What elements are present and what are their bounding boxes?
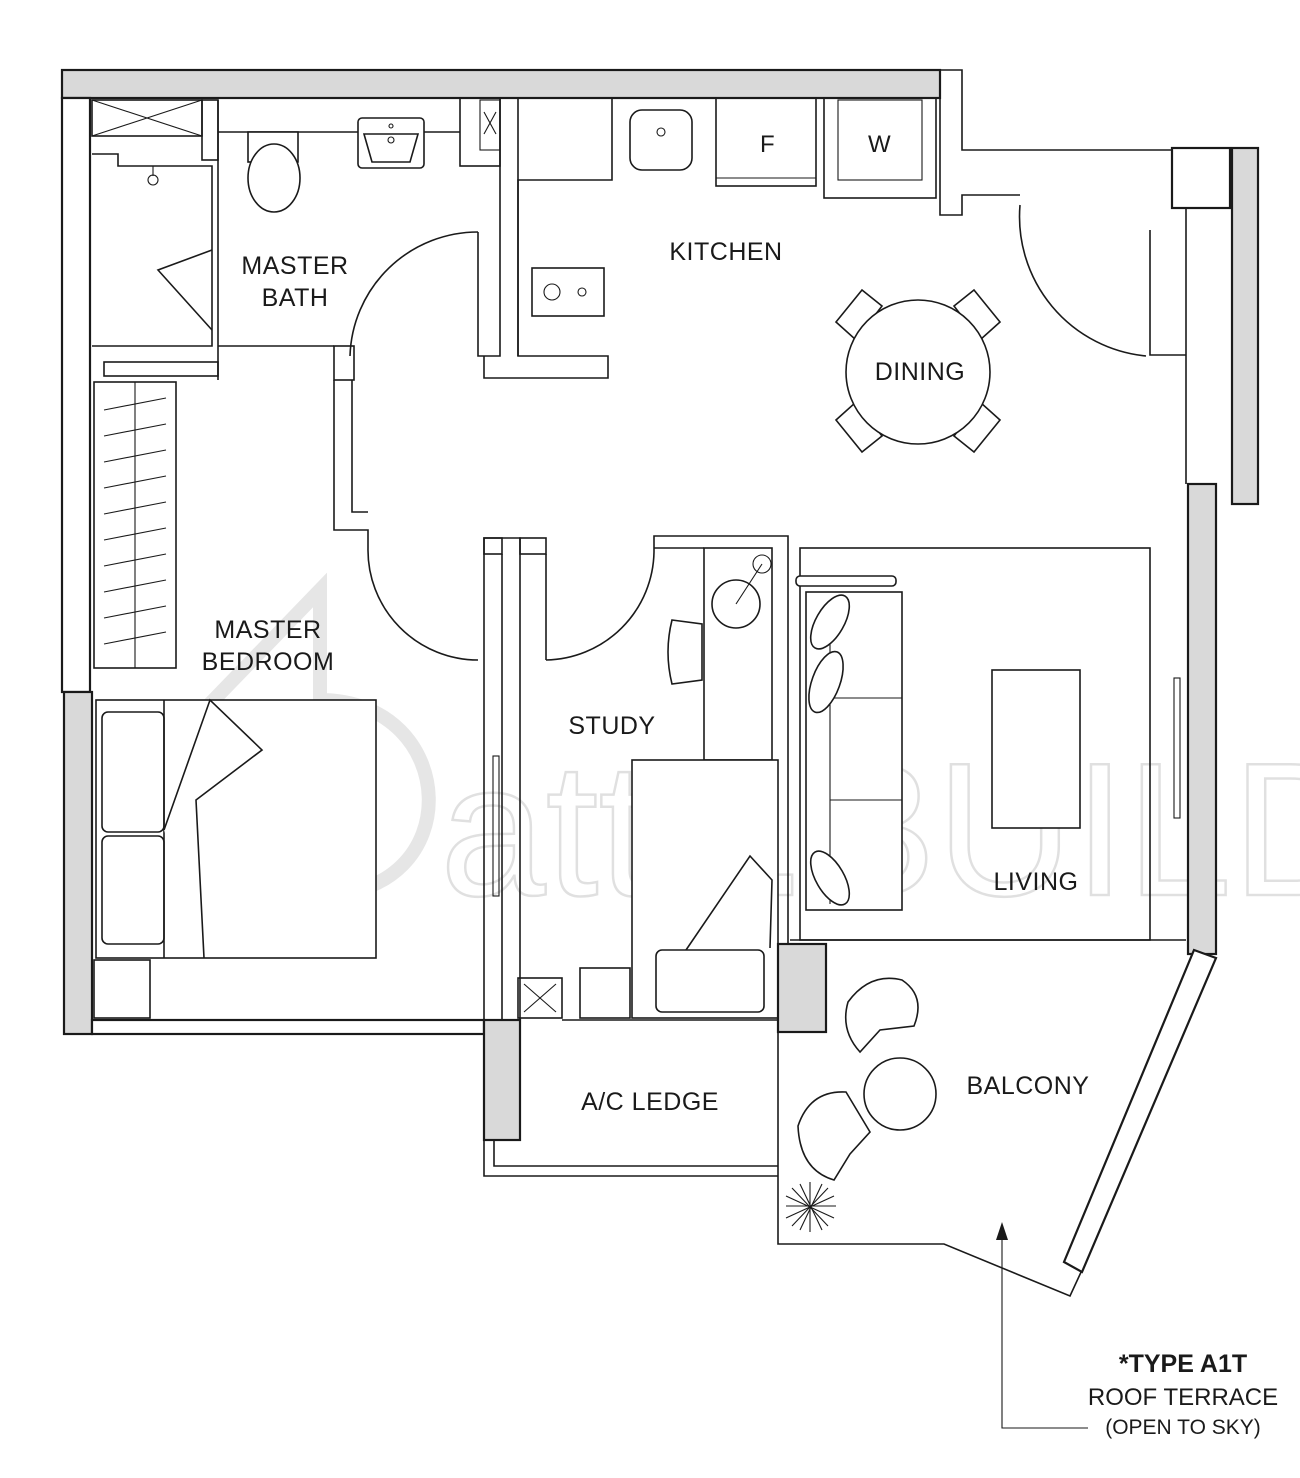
dining-table (845, 299, 991, 445)
kitchen-label: KITCHEN (669, 238, 782, 266)
master-bedroom-label-line1: MASTER (214, 616, 321, 644)
unit-type-note: *TYPE A1T ROOF TERRACE (OPEN TO SKY) (1088, 1350, 1278, 1439)
kitchen: F W (483, 97, 1147, 379)
open-to-sky-text: (OPEN TO SKY) (1105, 1416, 1261, 1439)
living-label: LIVING (994, 868, 1079, 896)
living (790, 547, 1186, 941)
master-bath-label-line2: BATH (262, 284, 329, 312)
roof-terrace-text: ROOF TERRACE (1088, 1384, 1278, 1411)
wardrobe-hanger (103, 475, 167, 489)
washer-label: W (868, 131, 891, 158)
master-bedroom-label-line2: BEDROOM (202, 648, 335, 676)
master-bedroom (93, 380, 479, 1019)
wardrobe-hanger (103, 579, 167, 593)
dining-label: DINING (875, 358, 966, 386)
wardrobe-hanger (103, 397, 167, 411)
balcony-label: BALCONY (967, 1072, 1090, 1100)
dining-set (834, 288, 1002, 454)
room-labels: MASTER BATH KITCHEN DINING MASTER BEDROO… (202, 238, 1090, 1116)
study-label: STUDY (568, 712, 655, 740)
wardrobe (93, 361, 219, 669)
balcony (777, 948, 1218, 1429)
master-bath-label-line1: MASTER (241, 252, 348, 280)
dining-chairs (834, 288, 1002, 454)
study (483, 535, 789, 1030)
master-bath (91, 97, 501, 381)
exterior-walls (60, 68, 1260, 1036)
wardrobe-hanger (103, 605, 167, 619)
ac-ledge-label: A/C LEDGE (581, 1088, 719, 1116)
wardrobe-hanger (103, 449, 167, 463)
plant-icon (785, 1182, 836, 1232)
roof-terrace-arrow (996, 1222, 1088, 1429)
wardrobe-hanger (103, 527, 167, 541)
unit-type-title: *TYPE A1T (1119, 1350, 1247, 1378)
wardrobe-hanger (103, 553, 167, 567)
wardrobe-hanger (103, 631, 167, 645)
fridge-label: F (760, 131, 775, 158)
wardrobe-hanger (103, 501, 167, 515)
ac-ledge (482, 942, 828, 1177)
wardrobe-hanger (103, 423, 167, 437)
